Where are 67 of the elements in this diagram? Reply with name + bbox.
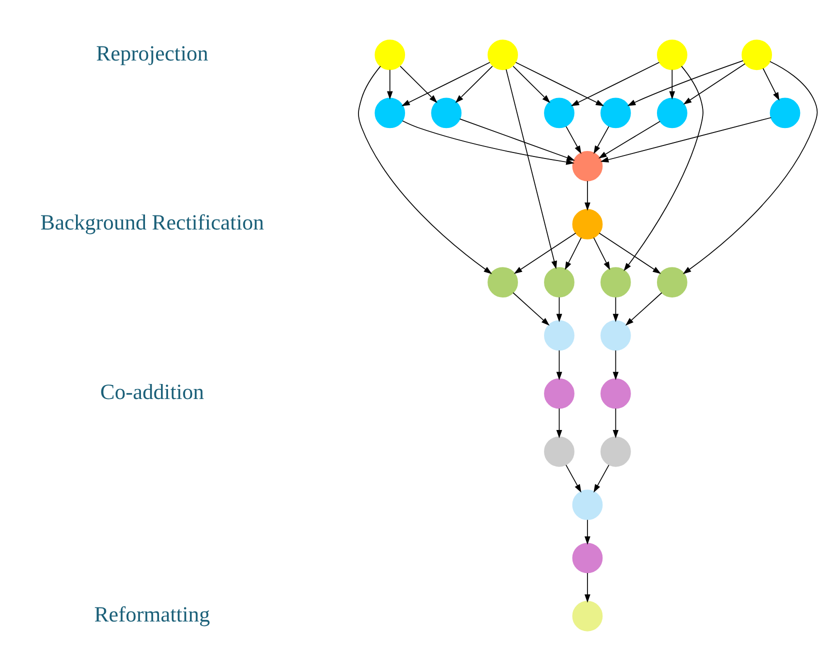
- node-circle: [572, 542, 603, 574]
- label: Background Rectification: [40, 210, 264, 235]
- node-circle: [656, 267, 688, 298]
- arrow: [625, 292, 662, 326]
- arrow: [402, 120, 574, 165]
- arrow: [683, 63, 746, 105]
- node-circle: [572, 490, 603, 520]
- arrow: [515, 62, 604, 106]
- arrow: [612, 350, 619, 380]
- arrow: [556, 408, 562, 438]
- node-circle: [544, 320, 574, 351]
- arrow: [514, 232, 576, 274]
- node-circle: [572, 600, 603, 632]
- node-circle: [742, 40, 772, 70]
- arrow: [512, 292, 550, 326]
- arrow: [762, 68, 780, 101]
- arrow: [624, 66, 704, 272]
- node-circle: [600, 320, 631, 351]
- node-circle: [431, 98, 462, 128]
- arrow: [455, 66, 493, 103]
- arrow: [400, 66, 438, 103]
- node-circle: [600, 98, 631, 128]
- arrow: [564, 237, 582, 270]
- arrow: [506, 68, 557, 270]
- node-circle: [374, 98, 406, 128]
- node-circle: [770, 98, 800, 128]
- node-circle: [600, 267, 631, 298]
- node-circle: [572, 150, 603, 182]
- arrow: [358, 66, 492, 274]
- arrow: [682, 61, 818, 274]
- arrow: [627, 60, 744, 106]
- node-circle: [544, 436, 574, 467]
- arrow: [598, 232, 661, 274]
- arrow: [594, 464, 610, 493]
- node-circle: [544, 378, 574, 409]
- node-circle: [544, 267, 574, 298]
- arrow: [612, 408, 619, 438]
- arrow: [570, 62, 660, 106]
- arrow: [593, 237, 610, 270]
- arrow: [556, 296, 562, 322]
- arrow: [459, 118, 575, 161]
- label: Reformatting: [94, 602, 210, 627]
- arrow: [387, 69, 393, 100]
- arrow: [566, 464, 582, 493]
- arrow: [512, 66, 550, 103]
- label: Co-addition: [100, 380, 204, 404]
- node-circle: [600, 436, 631, 467]
- arrow: [566, 126, 582, 154]
- arrow: [556, 350, 562, 380]
- node-circle: [656, 40, 688, 70]
- arrow: [584, 519, 590, 545]
- node-circle: [656, 98, 688, 128]
- node-circle: [488, 267, 518, 298]
- arrow: [584, 572, 590, 603]
- label: Reprojection: [96, 41, 208, 66]
- node-circle: [488, 40, 518, 70]
- node-circle: [544, 98, 574, 128]
- arrow: [402, 62, 490, 106]
- arrow: [669, 69, 676, 100]
- node-circle: [600, 378, 631, 409]
- arrow: [594, 126, 610, 154]
- arrow: [584, 180, 590, 211]
- node-circle: [572, 209, 603, 240]
- node-circle: [374, 40, 406, 70]
- arrow: [600, 117, 772, 162]
- arrow: [612, 296, 619, 322]
- arrow: [598, 120, 660, 158]
